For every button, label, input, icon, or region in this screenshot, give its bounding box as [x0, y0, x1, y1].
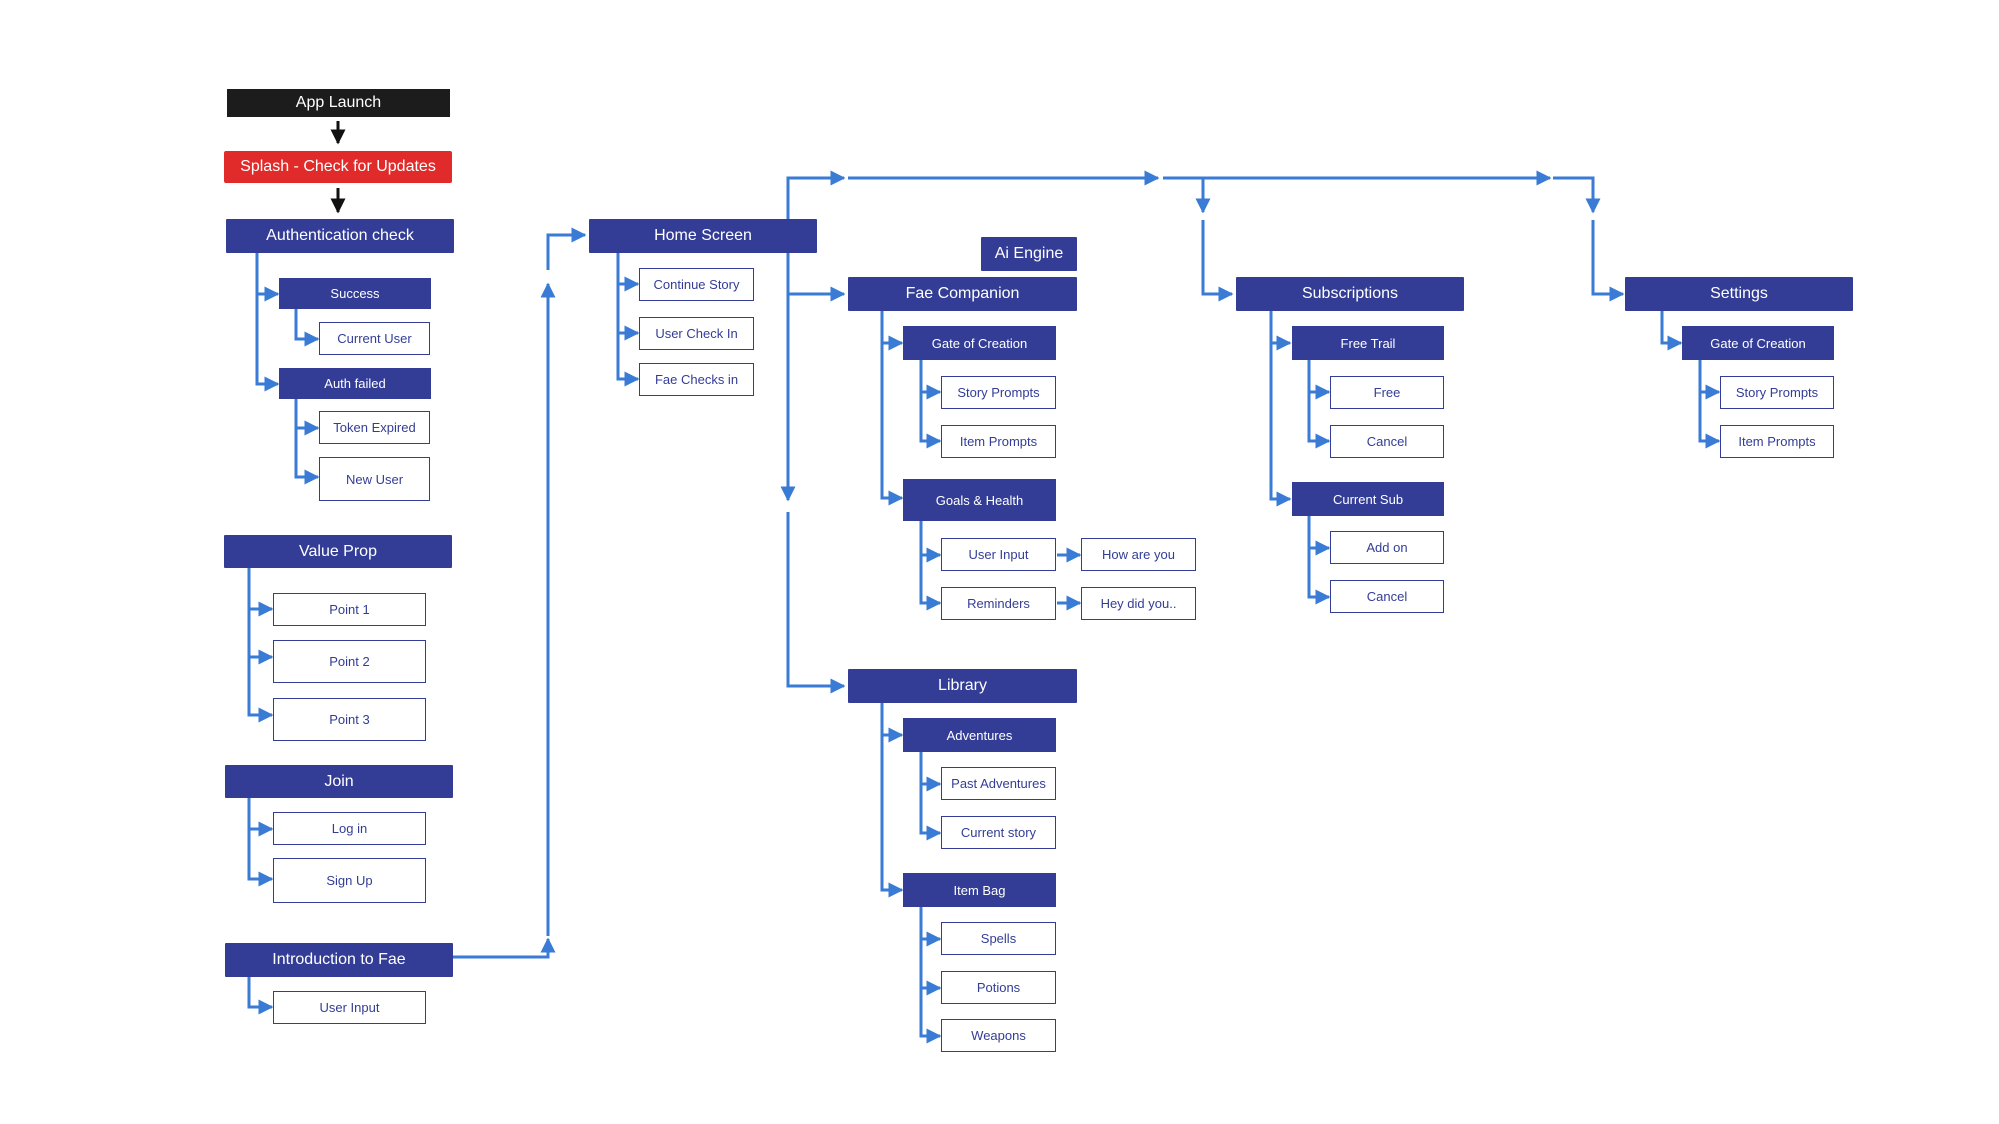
- new-user-box: New User: [319, 457, 430, 501]
- log-in-box: Log in: [273, 812, 426, 845]
- past-adventures-box: Past Adventures: [941, 767, 1056, 800]
- current-story-box: Current story: [941, 816, 1056, 849]
- story-prompts-box: Story Prompts: [941, 376, 1056, 409]
- app-launch-box: App Launch: [227, 89, 450, 117]
- join-box: Join: [225, 765, 453, 798]
- weapons-box: Weapons: [941, 1019, 1056, 1052]
- spells-box: Spells: [941, 922, 1056, 955]
- home-screen-box: Home Screen: [589, 219, 817, 253]
- potions-box: Potions: [941, 971, 1056, 1004]
- settings-gate-of-creation-box: Gate of Creation: [1682, 326, 1834, 360]
- add-on-box: Add on: [1330, 531, 1444, 564]
- splash-check-updates-box: Splash - Check for Updates: [224, 151, 452, 183]
- fae-checks-in-box: Fae Checks in: [639, 363, 754, 396]
- free-box: Free: [1330, 376, 1444, 409]
- cancel-current-sub-box: Cancel: [1330, 580, 1444, 613]
- adventures-box: Adventures: [903, 718, 1056, 752]
- auth-failed-box: Auth failed: [279, 368, 431, 399]
- continue-story-box: Continue Story: [639, 268, 754, 301]
- how-are-you-box: How are you: [1081, 538, 1196, 571]
- point-1-box: Point 1: [273, 593, 426, 626]
- gate-of-creation-box: Gate of Creation: [903, 326, 1056, 360]
- goals-health-box: Goals & Health: [903, 479, 1056, 521]
- authentication-check-box: Authentication check: [226, 219, 454, 253]
- current-user-box: Current User: [319, 322, 430, 355]
- token-expired-box: Token Expired: [319, 411, 430, 444]
- sign-up-box: Sign Up: [273, 858, 426, 903]
- fae-companion-box: Fae Companion: [848, 277, 1077, 311]
- reminders-box: Reminders: [941, 587, 1056, 620]
- intro-user-input-box: User Input: [273, 991, 426, 1024]
- point-2-box: Point 2: [273, 640, 426, 683]
- fae-user-input-box: User Input: [941, 538, 1056, 571]
- library-box: Library: [848, 669, 1077, 703]
- subscriptions-box: Subscriptions: [1236, 277, 1464, 311]
- item-bag-box: Item Bag: [903, 873, 1056, 907]
- value-prop-box: Value Prop: [224, 535, 452, 568]
- point-3-box: Point 3: [273, 698, 426, 741]
- settings-item-prompts-box: Item Prompts: [1720, 425, 1834, 458]
- ai-engine-box: Ai Engine: [981, 237, 1077, 271]
- free-trail-box: Free Trail: [1292, 326, 1444, 360]
- item-prompts-box: Item Prompts: [941, 425, 1056, 458]
- hey-did-you-box: Hey did you..: [1081, 587, 1196, 620]
- user-check-in-box: User Check In: [639, 317, 754, 350]
- cancel-free-trail-box: Cancel: [1330, 425, 1444, 458]
- introduction-to-fae-box: Introduction to Fae: [225, 943, 453, 977]
- success-box: Success: [279, 278, 431, 309]
- settings-box: Settings: [1625, 277, 1853, 311]
- settings-story-prompts-box: Story Prompts: [1720, 376, 1834, 409]
- current-sub-box: Current Sub: [1292, 482, 1444, 516]
